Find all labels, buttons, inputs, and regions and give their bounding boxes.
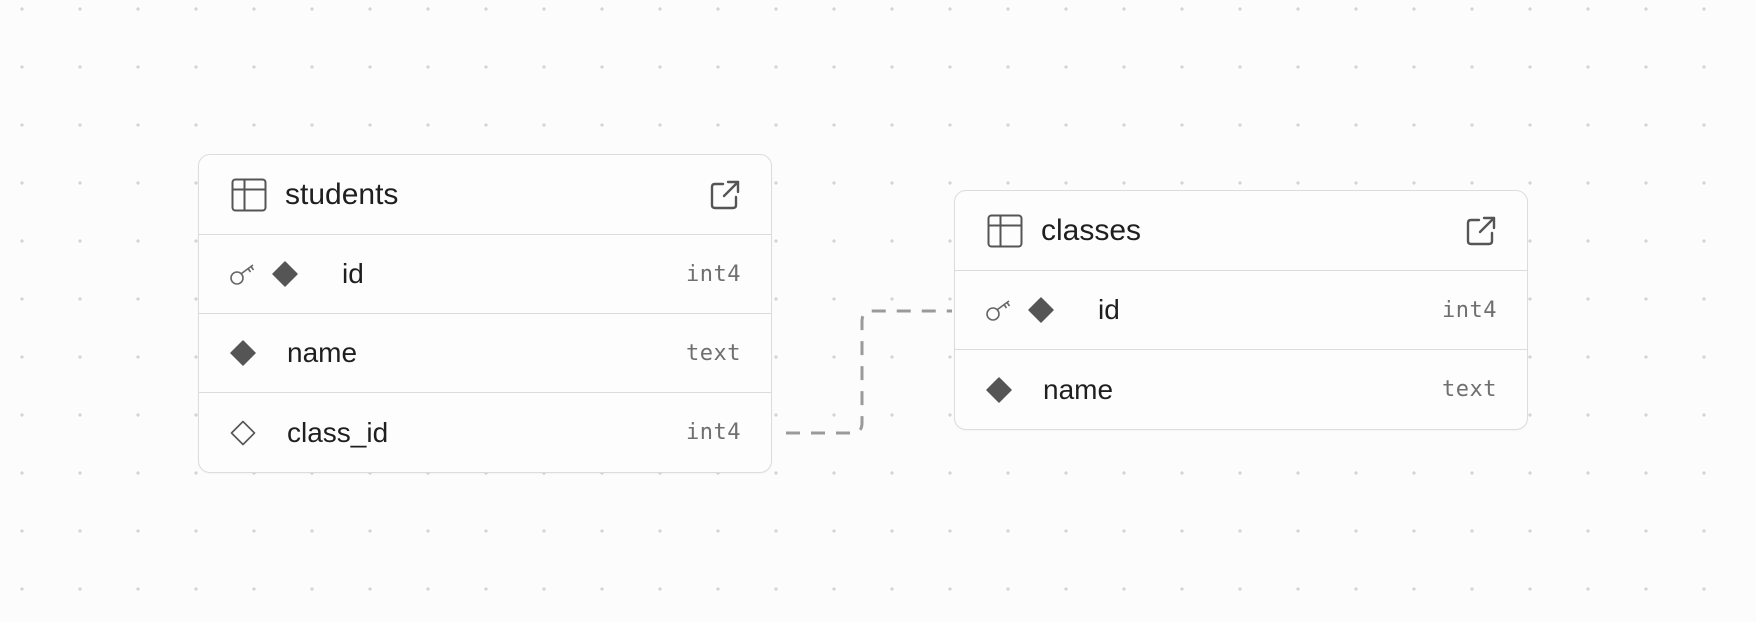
column-type: int4	[686, 420, 741, 445]
relationship-line	[786, 309, 952, 435]
column-type: int4	[686, 261, 741, 287]
hollow-diamond-icon	[229, 419, 257, 447]
column-name: name	[287, 337, 358, 368]
filled-diamond-icon	[271, 260, 299, 288]
external-link-icon	[1466, 216, 1496, 245]
filled-diamond-icon	[1027, 296, 1055, 324]
column-row-name[interactable]: name text	[199, 314, 771, 393]
table-name: students	[285, 177, 399, 211]
column-row-id[interactable]: id int4	[955, 271, 1527, 350]
filled-diamond-icon	[985, 376, 1013, 404]
table-node-students[interactable]: students id int4	[198, 154, 772, 473]
column-name: id	[1098, 294, 1120, 325]
column-name: name	[1043, 373, 1114, 405]
key-icon	[229, 261, 257, 287]
column-row-name[interactable]: name text	[955, 350, 1527, 429]
column-name: class_id	[287, 416, 389, 448]
column-row-class-id[interactable]: class_id int4	[199, 393, 771, 472]
column-type: text	[686, 340, 741, 366]
table-header: classes	[955, 191, 1527, 271]
table-header: students	[199, 155, 771, 235]
table-name: classes	[1041, 213, 1142, 247]
table-node-classes[interactable]: classes id int4	[954, 190, 1528, 430]
column-name: id	[342, 258, 364, 289]
open-table-button[interactable]	[1463, 213, 1499, 249]
filled-diamond-icon	[229, 339, 257, 367]
table-icon	[231, 178, 267, 212]
column-row-id[interactable]: id int4	[199, 235, 771, 314]
key-icon	[985, 297, 1013, 323]
open-table-button[interactable]	[707, 177, 743, 213]
table-icon	[987, 214, 1023, 248]
column-type: text	[1442, 377, 1497, 402]
external-link-icon	[710, 180, 740, 209]
column-type: int4	[1442, 297, 1497, 323]
